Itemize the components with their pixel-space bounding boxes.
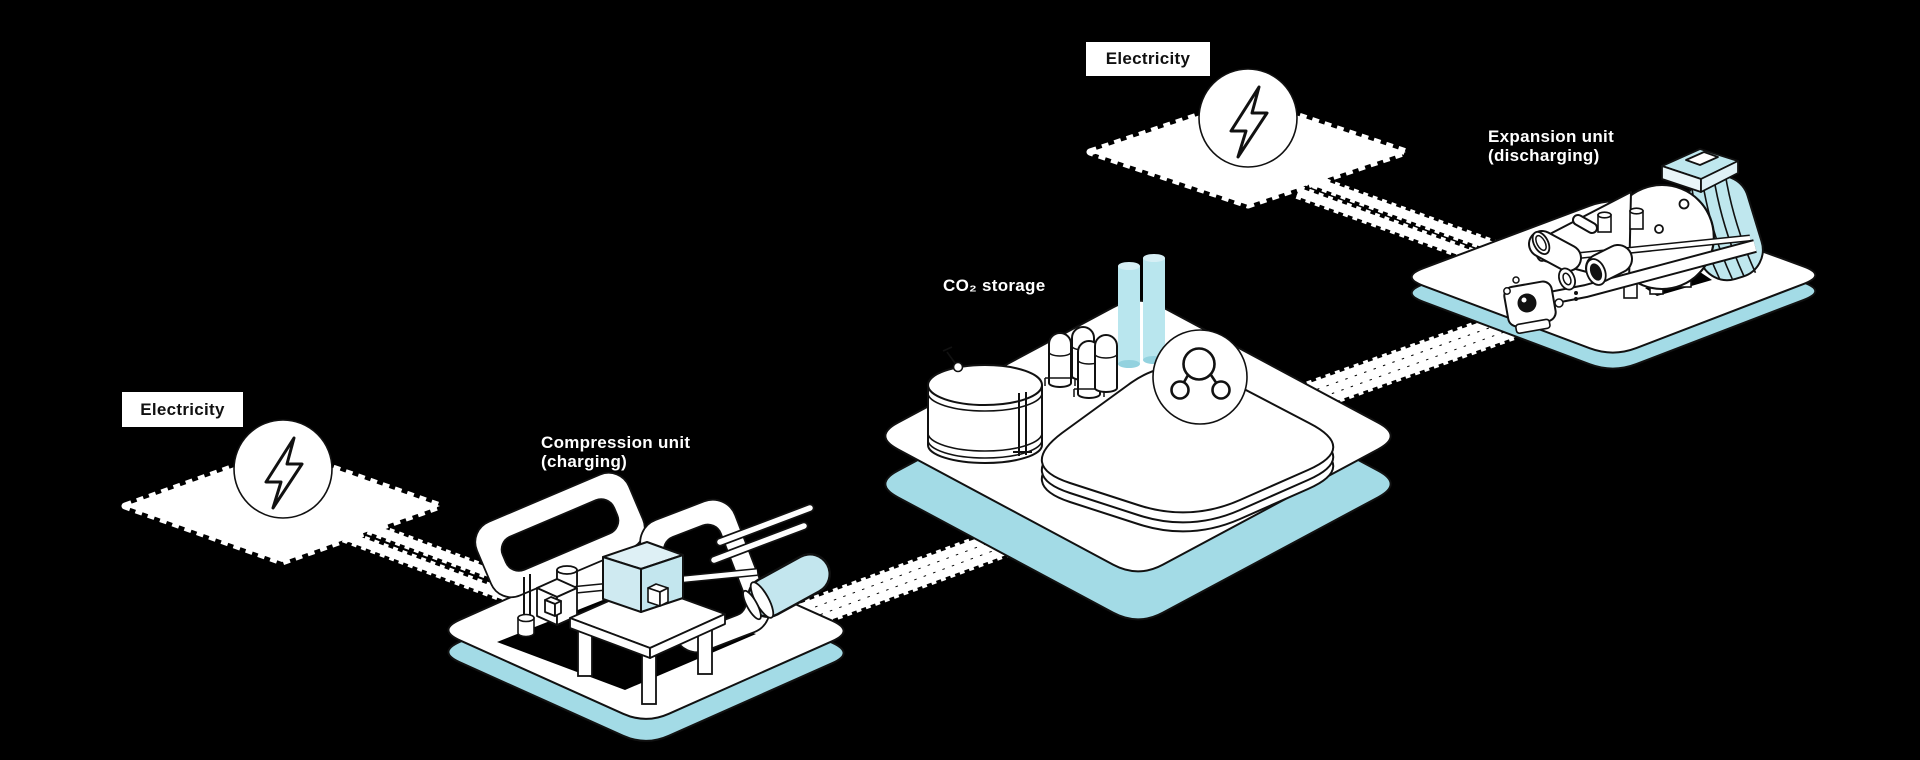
co2-molecule-icon <box>1152 329 1248 425</box>
co2-storage-capsules <box>1044 326 1118 399</box>
electricity-label-top: Electricity <box>1086 42 1210 76</box>
compression-machine <box>474 471 831 705</box>
compression-unit-subtitle: (charging) <box>541 452 628 471</box>
electricity-label-left: Electricity <box>122 392 243 427</box>
expansion-turbine <box>1503 148 1764 335</box>
electricity-label-top-text: Electricity <box>1105 49 1191 68</box>
lightning-bolt-icon-left <box>233 419 333 519</box>
electricity-label-left-text: Electricity <box>140 399 225 419</box>
connector-electricity-top-to-expansion <box>1295 171 1506 271</box>
compression-unit-label: Compression unit (charging) <box>541 433 690 471</box>
co2-storage-dome <box>1041 365 1335 533</box>
co2-storage-chimneys <box>1118 254 1165 368</box>
expansion-unit-title: Expansion unit <box>1488 127 1615 146</box>
connector-compression-to-co2-storage <box>683 520 1022 676</box>
co2-storage-tank <box>927 346 1043 464</box>
co2-storage-title: CO₂ storage <box>943 276 1046 295</box>
co2-storage-label: CO₂ storage <box>943 276 1046 295</box>
expansion-unit-subtitle: (discharging) <box>1488 146 1600 165</box>
lightning-bolt-icon-top <box>1198 68 1298 168</box>
expansion-unit-label: Expansion unit (discharging) <box>1488 127 1614 165</box>
compression-unit-title: Compression unit <box>541 433 691 452</box>
